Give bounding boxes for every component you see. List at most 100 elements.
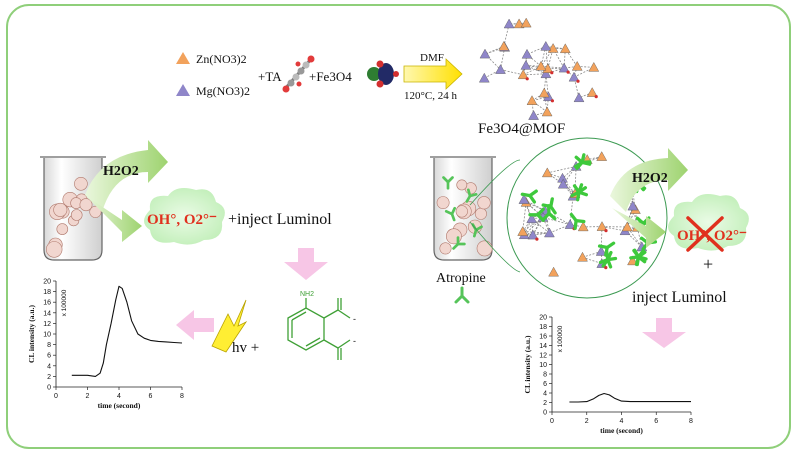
metal-node [627,200,639,211]
y-tick-label: 2 [47,374,51,381]
linker [500,69,524,76]
h2o2-curved-arrow-right [610,148,688,212]
metal-node [564,219,576,229]
linker [531,96,549,102]
y-tick-label: 2 [543,400,547,407]
scale-label: x 100000 [557,325,564,352]
radical-cloud-left [144,188,225,245]
reaction-arrow [403,58,463,90]
metal-node [621,221,633,232]
metal-node [557,178,569,189]
nanoparticle [70,209,83,221]
nanoparticle [45,241,63,258]
y-tick-label: 4 [543,391,547,398]
inject-luminol-left: +inject Luminol [228,211,332,228]
y-axis-label: CL intensity (a.u.) [523,335,532,393]
y-axis-label: CL intensity (a.u.) [27,305,36,363]
y-tick-label: 12 [43,321,51,328]
metal-node [573,92,585,103]
y-tick-label: 8 [543,372,547,379]
radical-cloud-right [668,194,749,251]
series-line [569,392,691,403]
metal-node [528,110,539,120]
linker [546,96,549,113]
metal-node [513,18,525,29]
nanoparticle-cluster [45,177,102,258]
y-tick-label: 8 [47,342,51,349]
x-tick-label: 8 [180,393,184,400]
x-axis-label: time (second) [600,426,643,435]
atropine-icon [454,286,470,304]
left-test-tube [40,156,106,261]
y-tick-label: 20 [539,315,547,322]
inject-luminol-right: inject Luminol [632,289,727,306]
nanoparticle [455,205,468,218]
fe3o4-particle-icon [367,60,399,88]
metal-node [498,40,510,51]
fe3o4-dot [535,237,539,241]
fe3o4-dot [576,79,580,83]
nanoparticle [74,177,88,191]
atropine-marker [572,184,588,202]
nanoparticle [474,207,487,220]
figure-frame [6,4,791,449]
mg-salt-label: Mg(NO3)2 [196,84,250,98]
fe3o4-dot [594,95,598,99]
carboxylate-charge-bottom: - [353,336,356,346]
light-bolt-icon [211,299,248,353]
linker [540,65,565,69]
nh2-label: NH2 [300,291,314,298]
atropine-marker [442,176,454,190]
metal-node [527,229,539,240]
right-panel: Atropine H2O2 OH°, O2°⁻ + inject Luminol… [430,137,749,436]
y-tick-label: 0 [543,410,547,417]
scale-label: x 100000 [61,289,68,316]
linker [524,232,550,236]
metal-node [526,213,538,224]
y-tick-label: 6 [47,353,51,360]
metal-node [577,221,589,232]
ta-molecule-icon [282,55,315,93]
blocked-cross-icon [686,216,724,252]
nanoparticle [89,205,102,218]
linker [523,199,545,211]
linker [547,166,577,174]
linker [547,67,565,70]
linker [569,196,574,225]
metal-node [586,87,598,97]
plus-label-right: + [703,254,713,274]
y-tick-label: 18 [43,289,51,296]
nanoparticle [476,240,493,257]
atropine-marker [465,188,478,203]
nanoparticle [439,242,452,255]
metal-node [503,18,515,29]
linker [523,73,546,76]
zoom-line-top [469,159,521,206]
pink-down-arrow-right [642,318,686,348]
linker [626,226,643,248]
x-tick-label: 6 [149,393,153,400]
y-tick-label: 14 [539,343,547,350]
metal-node [535,60,547,71]
x-axis-label: time (second) [98,401,141,410]
metal-node [544,227,555,238]
metal-node [495,64,506,74]
metal-node [571,60,583,71]
metal-node [526,95,538,105]
metal-node [596,221,608,231]
right-test-tube [430,156,496,261]
nanoparticle [436,196,450,209]
zoom-line-bottom [469,221,521,273]
metal-node [478,72,490,83]
metal-node [541,106,553,117]
metal-node [627,255,638,266]
metal-node [568,71,580,82]
metal-node [577,251,588,262]
linker [525,65,542,67]
plus-ta-label: +TA [258,69,282,84]
mg-marker-icon [176,84,190,96]
y-tick-label: 6 [543,381,547,388]
